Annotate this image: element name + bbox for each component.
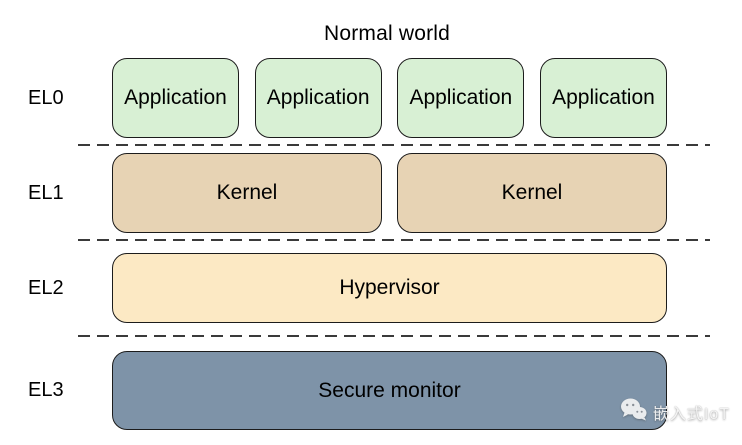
kernel-box: Kernel: [112, 153, 382, 233]
el2-label: EL2: [28, 277, 64, 299]
el3-label: EL3: [28, 379, 64, 401]
el1-row: Kernel Kernel: [112, 153, 667, 233]
watermark: 嵌入式IoT: [620, 398, 730, 426]
el0-label: EL0: [28, 87, 64, 109]
hypervisor-box-label: Hypervisor: [339, 276, 440, 299]
el0-el1-divider: [78, 144, 710, 146]
kernel-box: Kernel: [397, 153, 667, 233]
diagram-title-row: Normal world: [16, 22, 742, 46]
secure-monitor-box-label: Secure monitor: [318, 378, 461, 402]
application-box: Application: [112, 58, 239, 138]
el0-row: Application Application Application Appl…: [112, 58, 667, 138]
el3-row: Secure monitor: [112, 351, 667, 430]
watermark-label: 嵌入式IoT: [652, 406, 730, 423]
application-box-label: Application: [409, 86, 513, 109]
application-box-label: Application: [266, 86, 370, 109]
hypervisor-box: Hypervisor: [112, 253, 667, 323]
el1-label: EL1: [28, 182, 64, 204]
diagram-title: Normal world: [323, 22, 451, 45]
application-box-label: Application: [124, 86, 227, 109]
application-box: Application: [539, 58, 667, 138]
application-box: Application: [397, 58, 525, 138]
secure-monitor-box: Secure monitor: [112, 351, 667, 430]
application-box: Application: [254, 58, 382, 138]
el2-el3-divider: [78, 335, 710, 337]
wechat-icon: [620, 398, 647, 426]
el2-row: Hypervisor: [112, 253, 667, 323]
el1-el2-divider: [78, 239, 710, 241]
kernel-box-label: Kernel: [216, 181, 278, 204]
kernel-box-label: Kernel: [501, 181, 563, 204]
application-box-label: Application: [552, 86, 655, 109]
